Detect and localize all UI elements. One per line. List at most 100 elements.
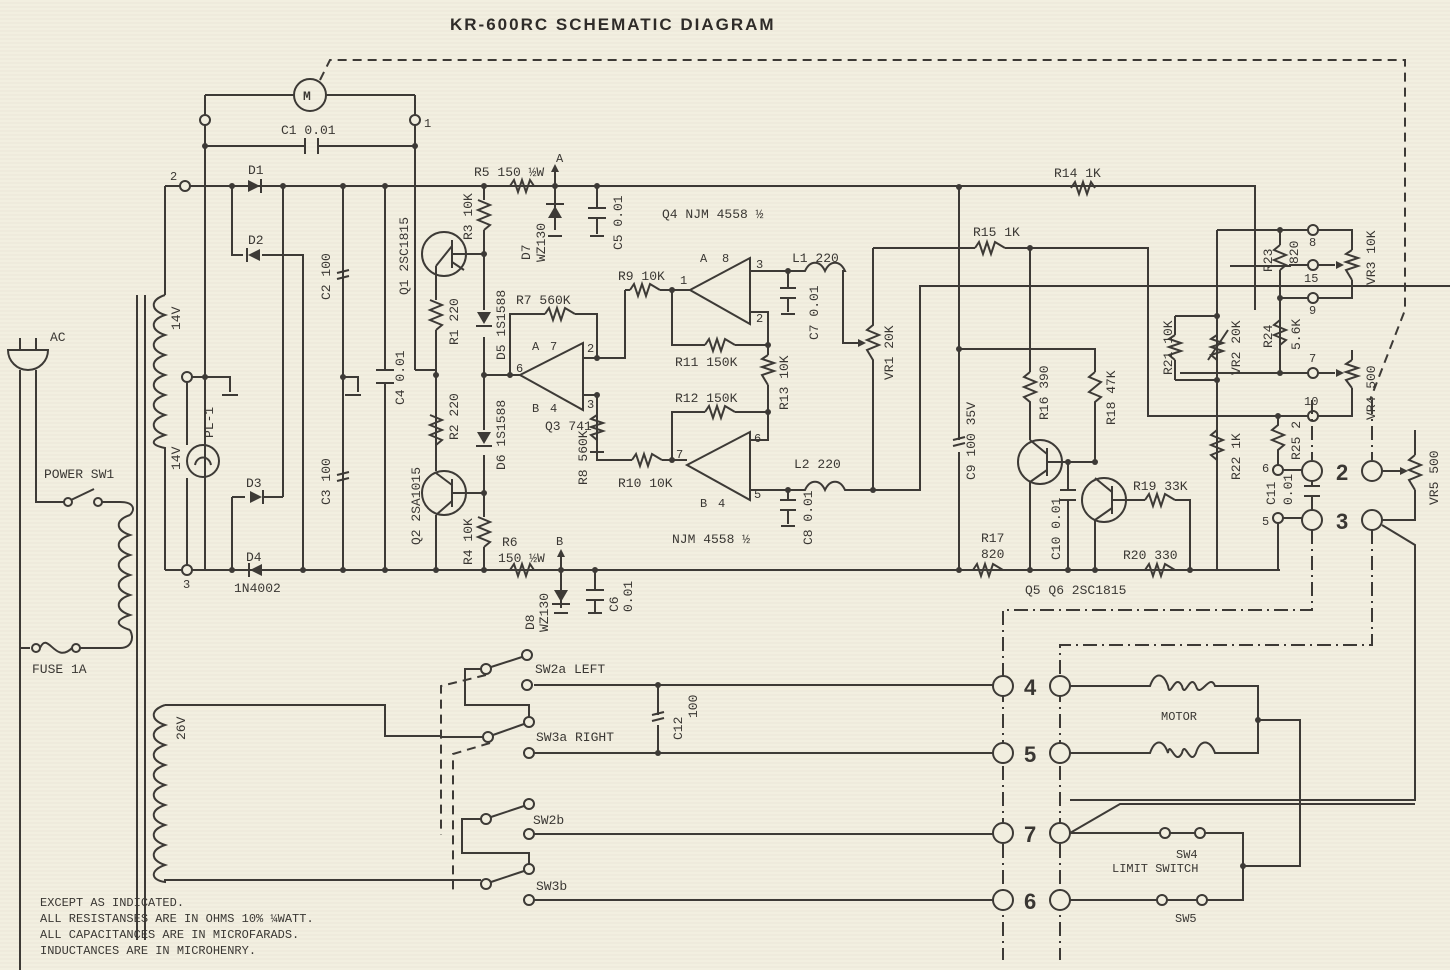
connector-pin-2-right <box>1361 460 1383 482</box>
svg-text:C11: C11 <box>1264 481 1279 505</box>
opamp-q3 <box>517 341 584 412</box>
potentiometer-vr3[interactable] <box>1342 249 1362 281</box>
positive-rail <box>190 185 1256 310</box>
switch-sw2b[interactable] <box>480 798 535 840</box>
potentiometer-vr5[interactable] <box>1406 454 1424 491</box>
svg-text:5.6K: 5.6K <box>1289 319 1304 350</box>
svg-text:R7 560K: R7 560K <box>516 293 571 308</box>
svg-text:POWER SW1: POWER SW1 <box>44 467 114 482</box>
svg-text:8: 8 <box>722 252 729 266</box>
svg-text:R1 220: R1 220 <box>447 298 462 345</box>
svg-text:R14 1K: R14 1K <box>1054 166 1101 181</box>
svg-text:R16 390: R16 390 <box>1037 365 1052 420</box>
svg-text:R5 150 ½W: R5 150 ½W <box>474 165 544 180</box>
resistor-r9 <box>629 280 661 300</box>
switch-sw3a[interactable] <box>482 716 535 759</box>
switch-sw2a[interactable] <box>480 649 533 691</box>
svg-text:VR3 10K: VR3 10K <box>1364 230 1379 285</box>
variable-resistor-vr2[interactable] <box>1207 329 1229 361</box>
capacitor-c5 <box>588 207 606 219</box>
svg-text:7: 7 <box>1309 352 1316 366</box>
limit-switch-sw5[interactable] <box>1156 894 1208 906</box>
svg-text:R24: R24 <box>1261 324 1276 348</box>
svg-text:A: A <box>532 340 540 354</box>
svg-text:100: 100 <box>686 695 701 718</box>
limit-switch-sw4[interactable] <box>1159 827 1206 839</box>
svg-text:D8: D8 <box>523 614 538 630</box>
resistor-r5 <box>509 176 535 196</box>
diode-d6 <box>476 432 492 447</box>
diode-d4 <box>248 563 262 577</box>
svg-text:D2: D2 <box>248 233 264 248</box>
svg-text:R11 150K: R11 150K <box>675 355 738 370</box>
svg-text:D7: D7 <box>519 244 534 260</box>
svg-text:R3 10K: R3 10K <box>461 193 476 240</box>
svg-text:R4 10K: R4 10K <box>461 518 476 565</box>
svg-text:VR1 20K: VR1 20K <box>882 325 897 380</box>
connector-pin-2-left <box>1301 460 1323 482</box>
diode-d5 <box>476 312 492 327</box>
svg-text:3: 3 <box>756 258 763 272</box>
motor-wires <box>204 94 416 120</box>
resistor-r18 <box>1087 371 1103 462</box>
svg-text:5: 5 <box>754 488 761 502</box>
svg-text:D3: D3 <box>246 476 262 491</box>
resistor-r11 <box>704 335 736 355</box>
resistor-r16 <box>1021 371 1039 440</box>
svg-text:C3 100: C3 100 <box>319 458 334 505</box>
resistor-r24 <box>1271 319 1289 346</box>
q4-label-bottom: NJM 4558 ½ <box>672 532 750 547</box>
note-line-2: ALL RESISTANSES ARE IN OHMS 10% ¼WATT. <box>40 912 314 926</box>
svg-text:5: 5 <box>1262 515 1269 529</box>
ac-plug-icon <box>6 338 50 371</box>
svg-text:26V: 26V <box>174 716 189 740</box>
svg-text:VR4 500: VR4 500 <box>1364 365 1379 420</box>
svg-text:2: 2 <box>170 170 177 184</box>
svg-text:M: M <box>303 89 311 104</box>
resistor-r1 <box>427 299 445 331</box>
transistor-q2 <box>421 470 467 516</box>
inductor-l2-label: L2 220 <box>794 457 841 472</box>
svg-text:6: 6 <box>516 362 523 376</box>
svg-text:2: 2 <box>756 312 763 326</box>
resistor-r21 <box>1165 334 1185 361</box>
svg-text:6: 6 <box>1262 462 1269 476</box>
zener-d7 <box>546 203 564 218</box>
resistor-r12 <box>704 402 736 422</box>
terminal-1 <box>409 114 421 126</box>
note-line-1: EXCEPT AS INDICATED. <box>40 896 184 910</box>
transformer-core <box>136 295 146 940</box>
svg-text:820: 820 <box>1287 241 1302 264</box>
note-line-3: ALL CAPACITANCES ARE IN MICROFARADS. <box>40 928 299 942</box>
diagram-title: KR-600RC SCHEMATIC DIAGRAM <box>450 15 776 34</box>
switch-sw3b[interactable] <box>480 863 535 906</box>
svg-text:820: 820 <box>981 547 1004 562</box>
svg-text:SW5: SW5 <box>1175 912 1197 926</box>
svg-text:R22 1K: R22 1K <box>1229 433 1244 480</box>
svg-text:R6: R6 <box>502 535 518 550</box>
svg-text:3: 3 <box>183 578 190 592</box>
zener-d8 <box>552 590 570 605</box>
q4-label-top: Q4 NJM 4558 ½ <box>662 207 764 222</box>
svg-text:Q3 741: Q3 741 <box>545 419 592 434</box>
resistor-r10 <box>631 450 663 470</box>
svg-text:C7 0.01: C7 0.01 <box>807 285 822 340</box>
svg-text:A: A <box>700 252 708 266</box>
power-switch-sw1[interactable] <box>63 488 103 507</box>
resistor-r14 <box>1070 178 1096 198</box>
svg-text:7: 7 <box>676 448 683 462</box>
svg-text:C4 0.01: C4 0.01 <box>393 350 408 405</box>
svg-text:D4: D4 <box>246 550 262 565</box>
svg-text:WZ130: WZ130 <box>534 223 549 262</box>
svg-text:PL-1: PL-1 <box>202 407 217 438</box>
sw2b-label: SW2b <box>533 813 564 828</box>
transistor-q6 <box>1081 477 1127 523</box>
sw3b-label: SW3b <box>536 879 567 894</box>
svg-text:R19 33K: R19 33K <box>1133 479 1188 494</box>
svg-text:C2 100: C2 100 <box>319 253 334 300</box>
svg-text:1N4002: 1N4002 <box>234 581 281 596</box>
potentiometer-vr1[interactable] <box>864 248 882 490</box>
svg-text:D1: D1 <box>248 163 264 178</box>
potentiometer-vr4[interactable] <box>1342 359 1362 389</box>
